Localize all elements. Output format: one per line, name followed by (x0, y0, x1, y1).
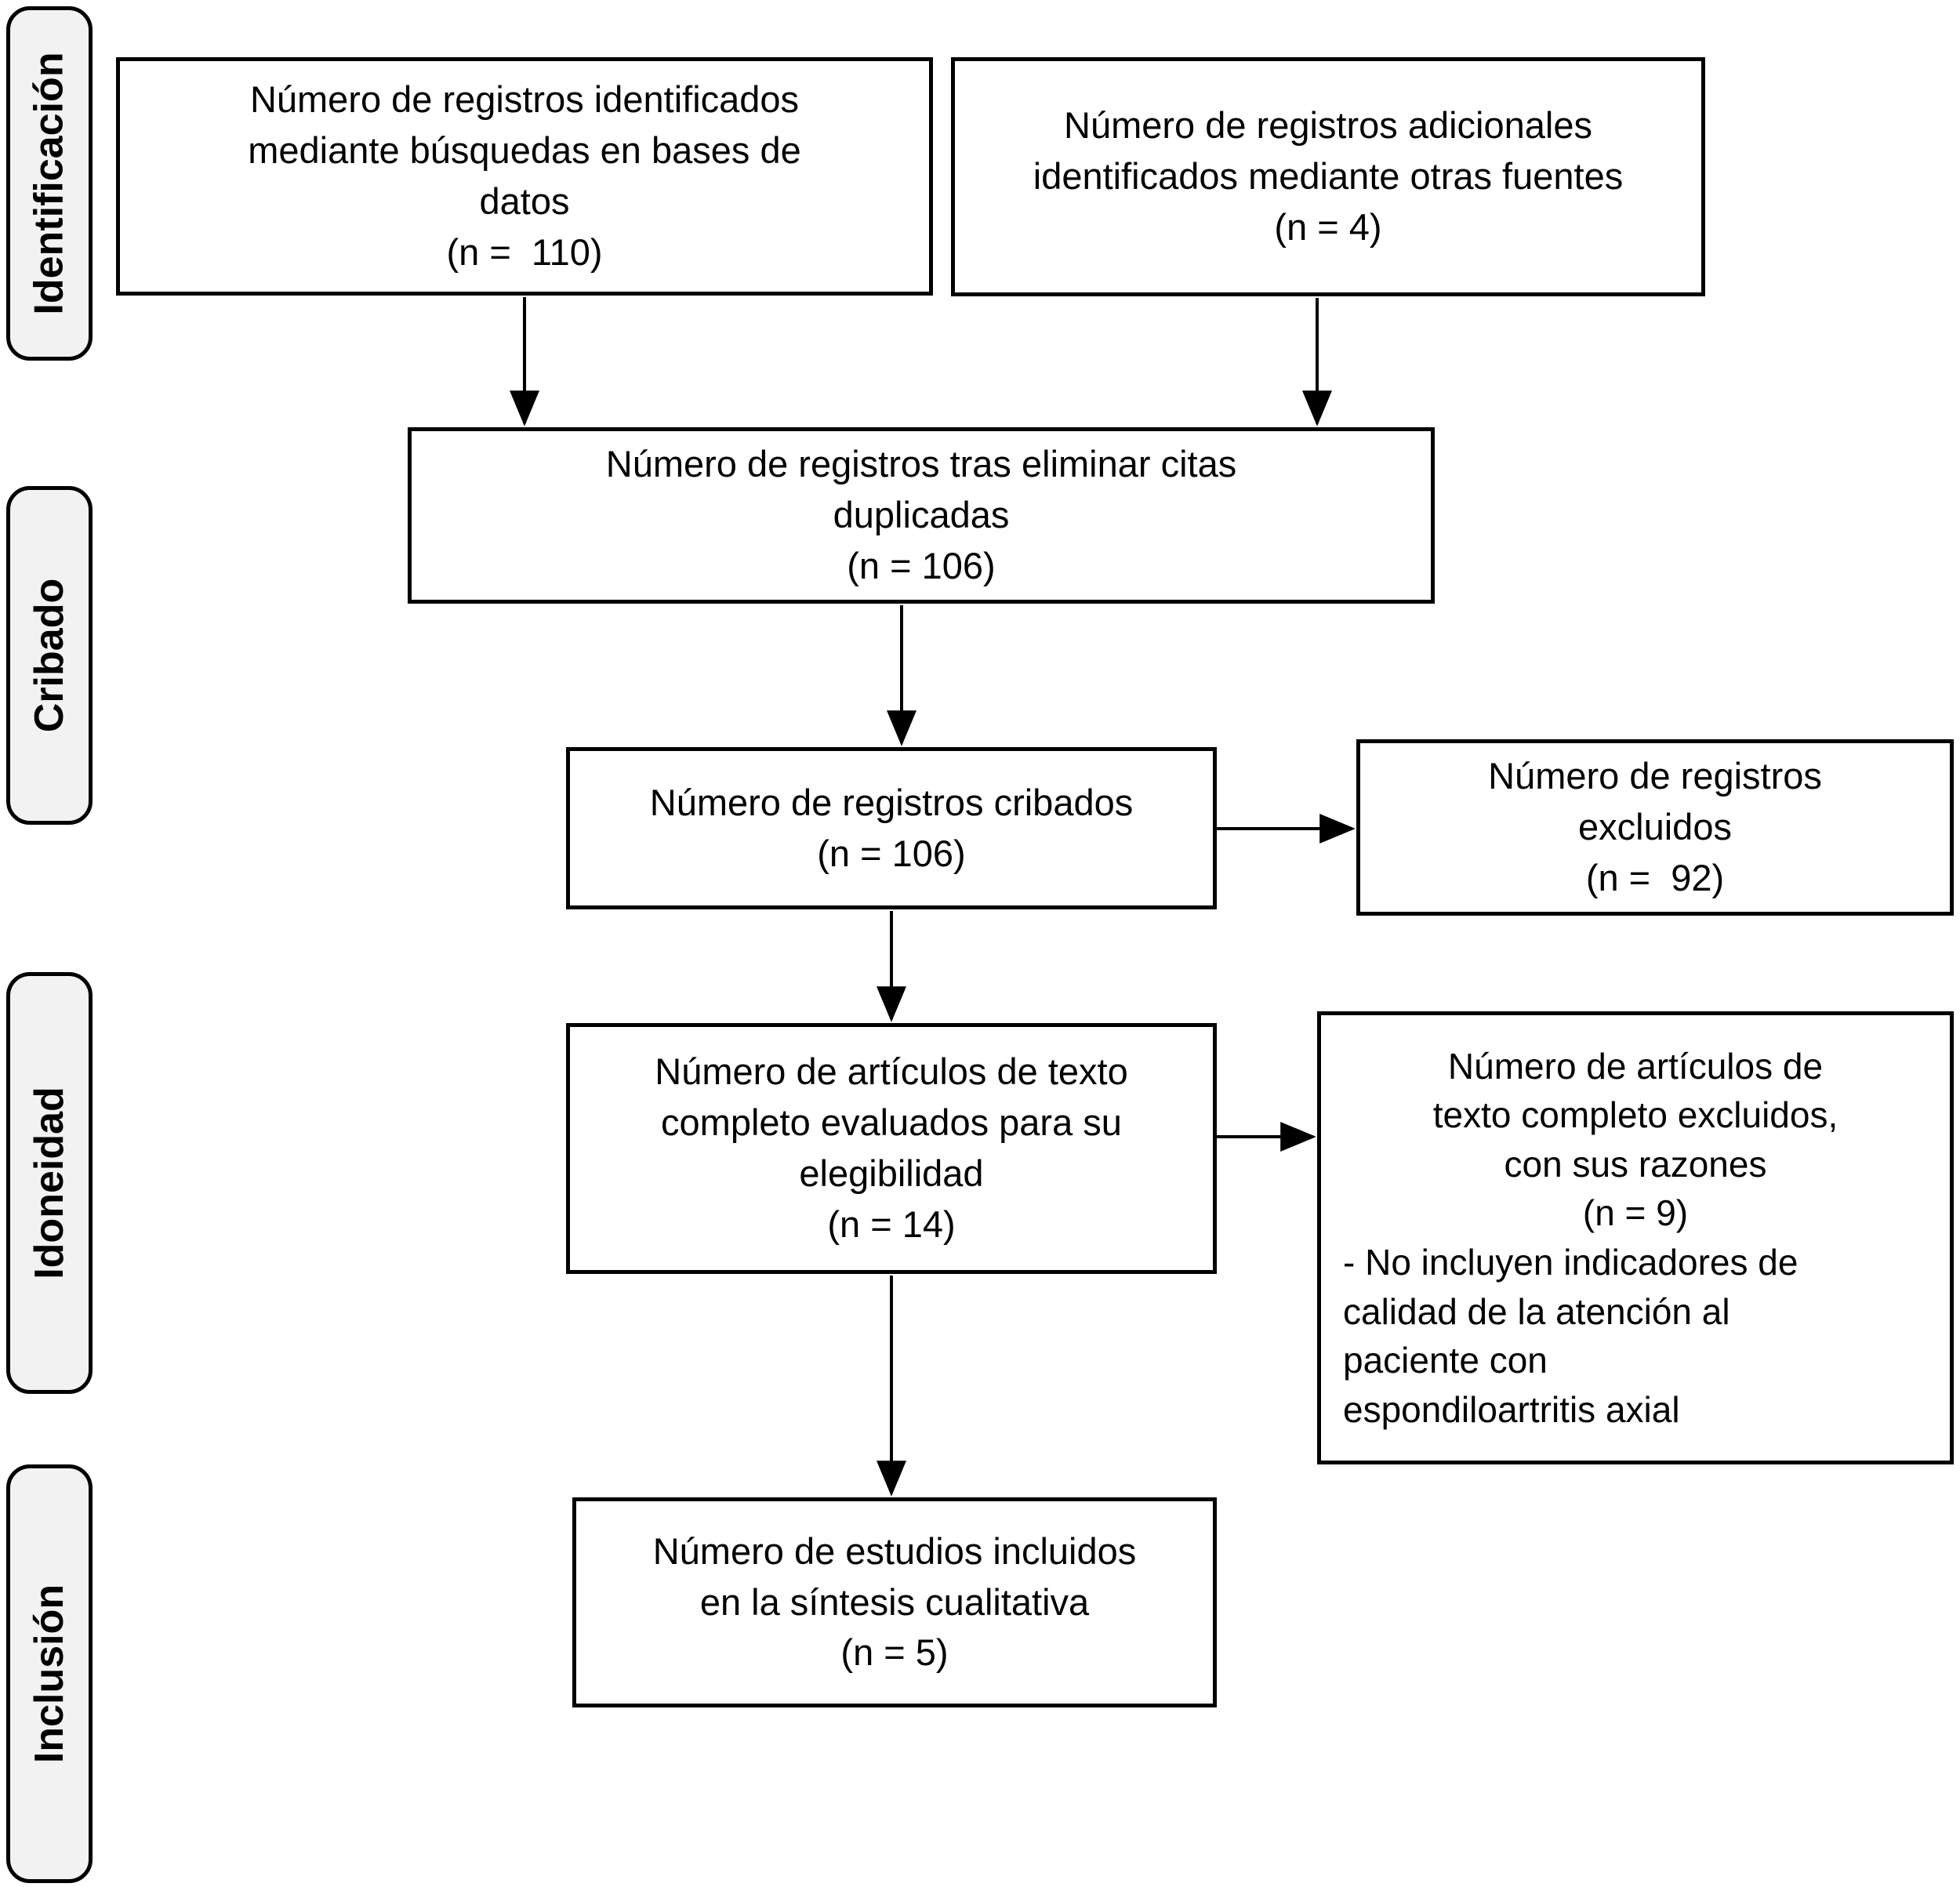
box-fulltext-excluded-reason: - No incluyen indicadores de calidad de … (1343, 1242, 1798, 1430)
box-after-duplicates-removed: Número de registros tras eliminar citas … (408, 427, 1435, 604)
box-fulltext-excluded-label: Número de artículos de texto completo ex… (1432, 1045, 1838, 1185)
stage-tab-inclusion: Inclusión (6, 1464, 93, 1883)
stage-label-cribado: Cribado (27, 578, 73, 733)
stage-label-identificacion: Identificación (27, 52, 72, 315)
box-identified-other-sources: Número de registros adicionales identifi… (951, 57, 1705, 296)
box-included-qualitative-label: Número de estudios incluidos en la sínte… (652, 1530, 1137, 1623)
box-included-qualitative: Número de estudios incluidos en la sínte… (572, 1497, 1217, 1707)
box-records-screened-n: (n = 106) (817, 832, 966, 874)
box-records-screened-label: Número de registros cribados (649, 781, 1134, 823)
box-records-excluded-label: Número de registros excluidos (1488, 755, 1822, 848)
box-fulltext-assessed-label: Número de artículos de texto completo ev… (655, 1051, 1128, 1194)
box-records-excluded: Número de registros excluidos (n = 92) (1356, 739, 1954, 916)
box-fulltext-assessed-n: (n = 14) (827, 1203, 956, 1245)
stage-label-idoneidad: Idoneidad (27, 1087, 72, 1279)
box-identified-other-sources-n: (n = 4) (1274, 205, 1382, 248)
stage-tab-cribado: Cribado (6, 486, 93, 825)
box-identified-other-sources-label: Número de registros adicionales identifi… (1033, 104, 1624, 198)
box-identified-databases: Número de registros identificados median… (116, 57, 933, 296)
box-fulltext-excluded-n: (n = 9) (1582, 1192, 1689, 1234)
stage-label-inclusion: Inclusión (27, 1584, 72, 1764)
stage-tab-idoneidad: Idoneidad (6, 972, 93, 1394)
box-after-duplicates-removed-label: Número de registros tras eliminar citas … (605, 443, 1237, 536)
box-records-screened: Número de registros cribados (n = 106) (566, 747, 1217, 909)
stage-tab-identificacion: Identificación (6, 6, 93, 361)
box-fulltext-assessed: Número de artículos de texto completo ev… (566, 1023, 1217, 1274)
box-records-excluded-n: (n = 92) (1585, 856, 1725, 898)
box-fulltext-excluded: Número de artículos de texto completo ex… (1317, 1011, 1954, 1464)
box-after-duplicates-removed-n: (n = 106) (847, 544, 996, 586)
box-included-qualitative-n: (n = 5) (840, 1631, 949, 1674)
box-identified-databases-label: Número de registros identificados median… (248, 78, 801, 222)
box-identified-databases-n: (n = 110) (446, 230, 603, 273)
